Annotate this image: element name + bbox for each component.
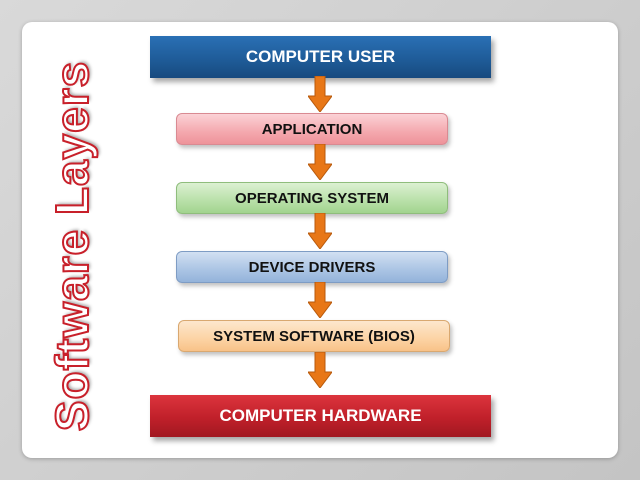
arrow-down-icon [308, 76, 332, 112]
arrow-down-icon [308, 352, 332, 388]
arrow-down-icon [308, 282, 332, 318]
layer-device-drivers: DEVICE DRIVERS [176, 251, 448, 283]
layer-computer-user: COMPUTER USER [150, 36, 491, 78]
layer-computer-hardware: COMPUTER HARDWARE [150, 395, 491, 437]
layer-system-software: SYSTEM SOFTWARE (BIOS) [178, 320, 450, 352]
layer-operating-system: OPERATING SYSTEM [176, 182, 448, 214]
arrow-down-icon [308, 144, 332, 180]
side-title: Software Layers [45, 60, 99, 432]
layer-application: APPLICATION [176, 113, 448, 145]
arrow-down-icon [308, 213, 332, 249]
